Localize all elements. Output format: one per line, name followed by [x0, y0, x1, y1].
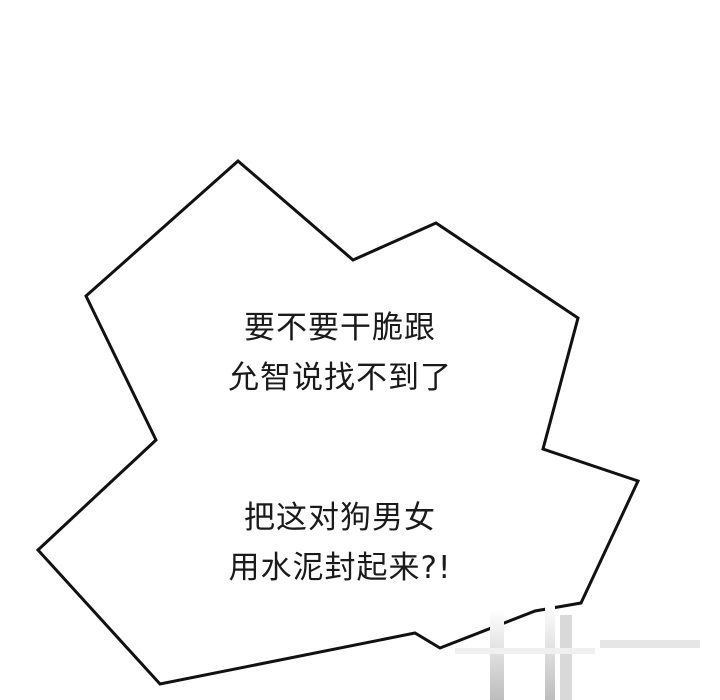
dialogue-line-4: 用水泥封起来?!	[228, 550, 452, 586]
dialogue-line-2: 允智说找不到了	[228, 360, 452, 396]
speech-bubble-shape	[35, 159, 641, 686]
panel-bleed-stroke	[455, 648, 595, 654]
dialogue-line-3: 把这对狗男女	[244, 500, 436, 536]
dialogue-line-1: 要不要干脆跟	[244, 310, 436, 346]
panel-bleed-stroke	[600, 640, 700, 648]
panel-bleed-stroke	[560, 615, 572, 700]
panel-bleed-stroke	[490, 610, 504, 700]
